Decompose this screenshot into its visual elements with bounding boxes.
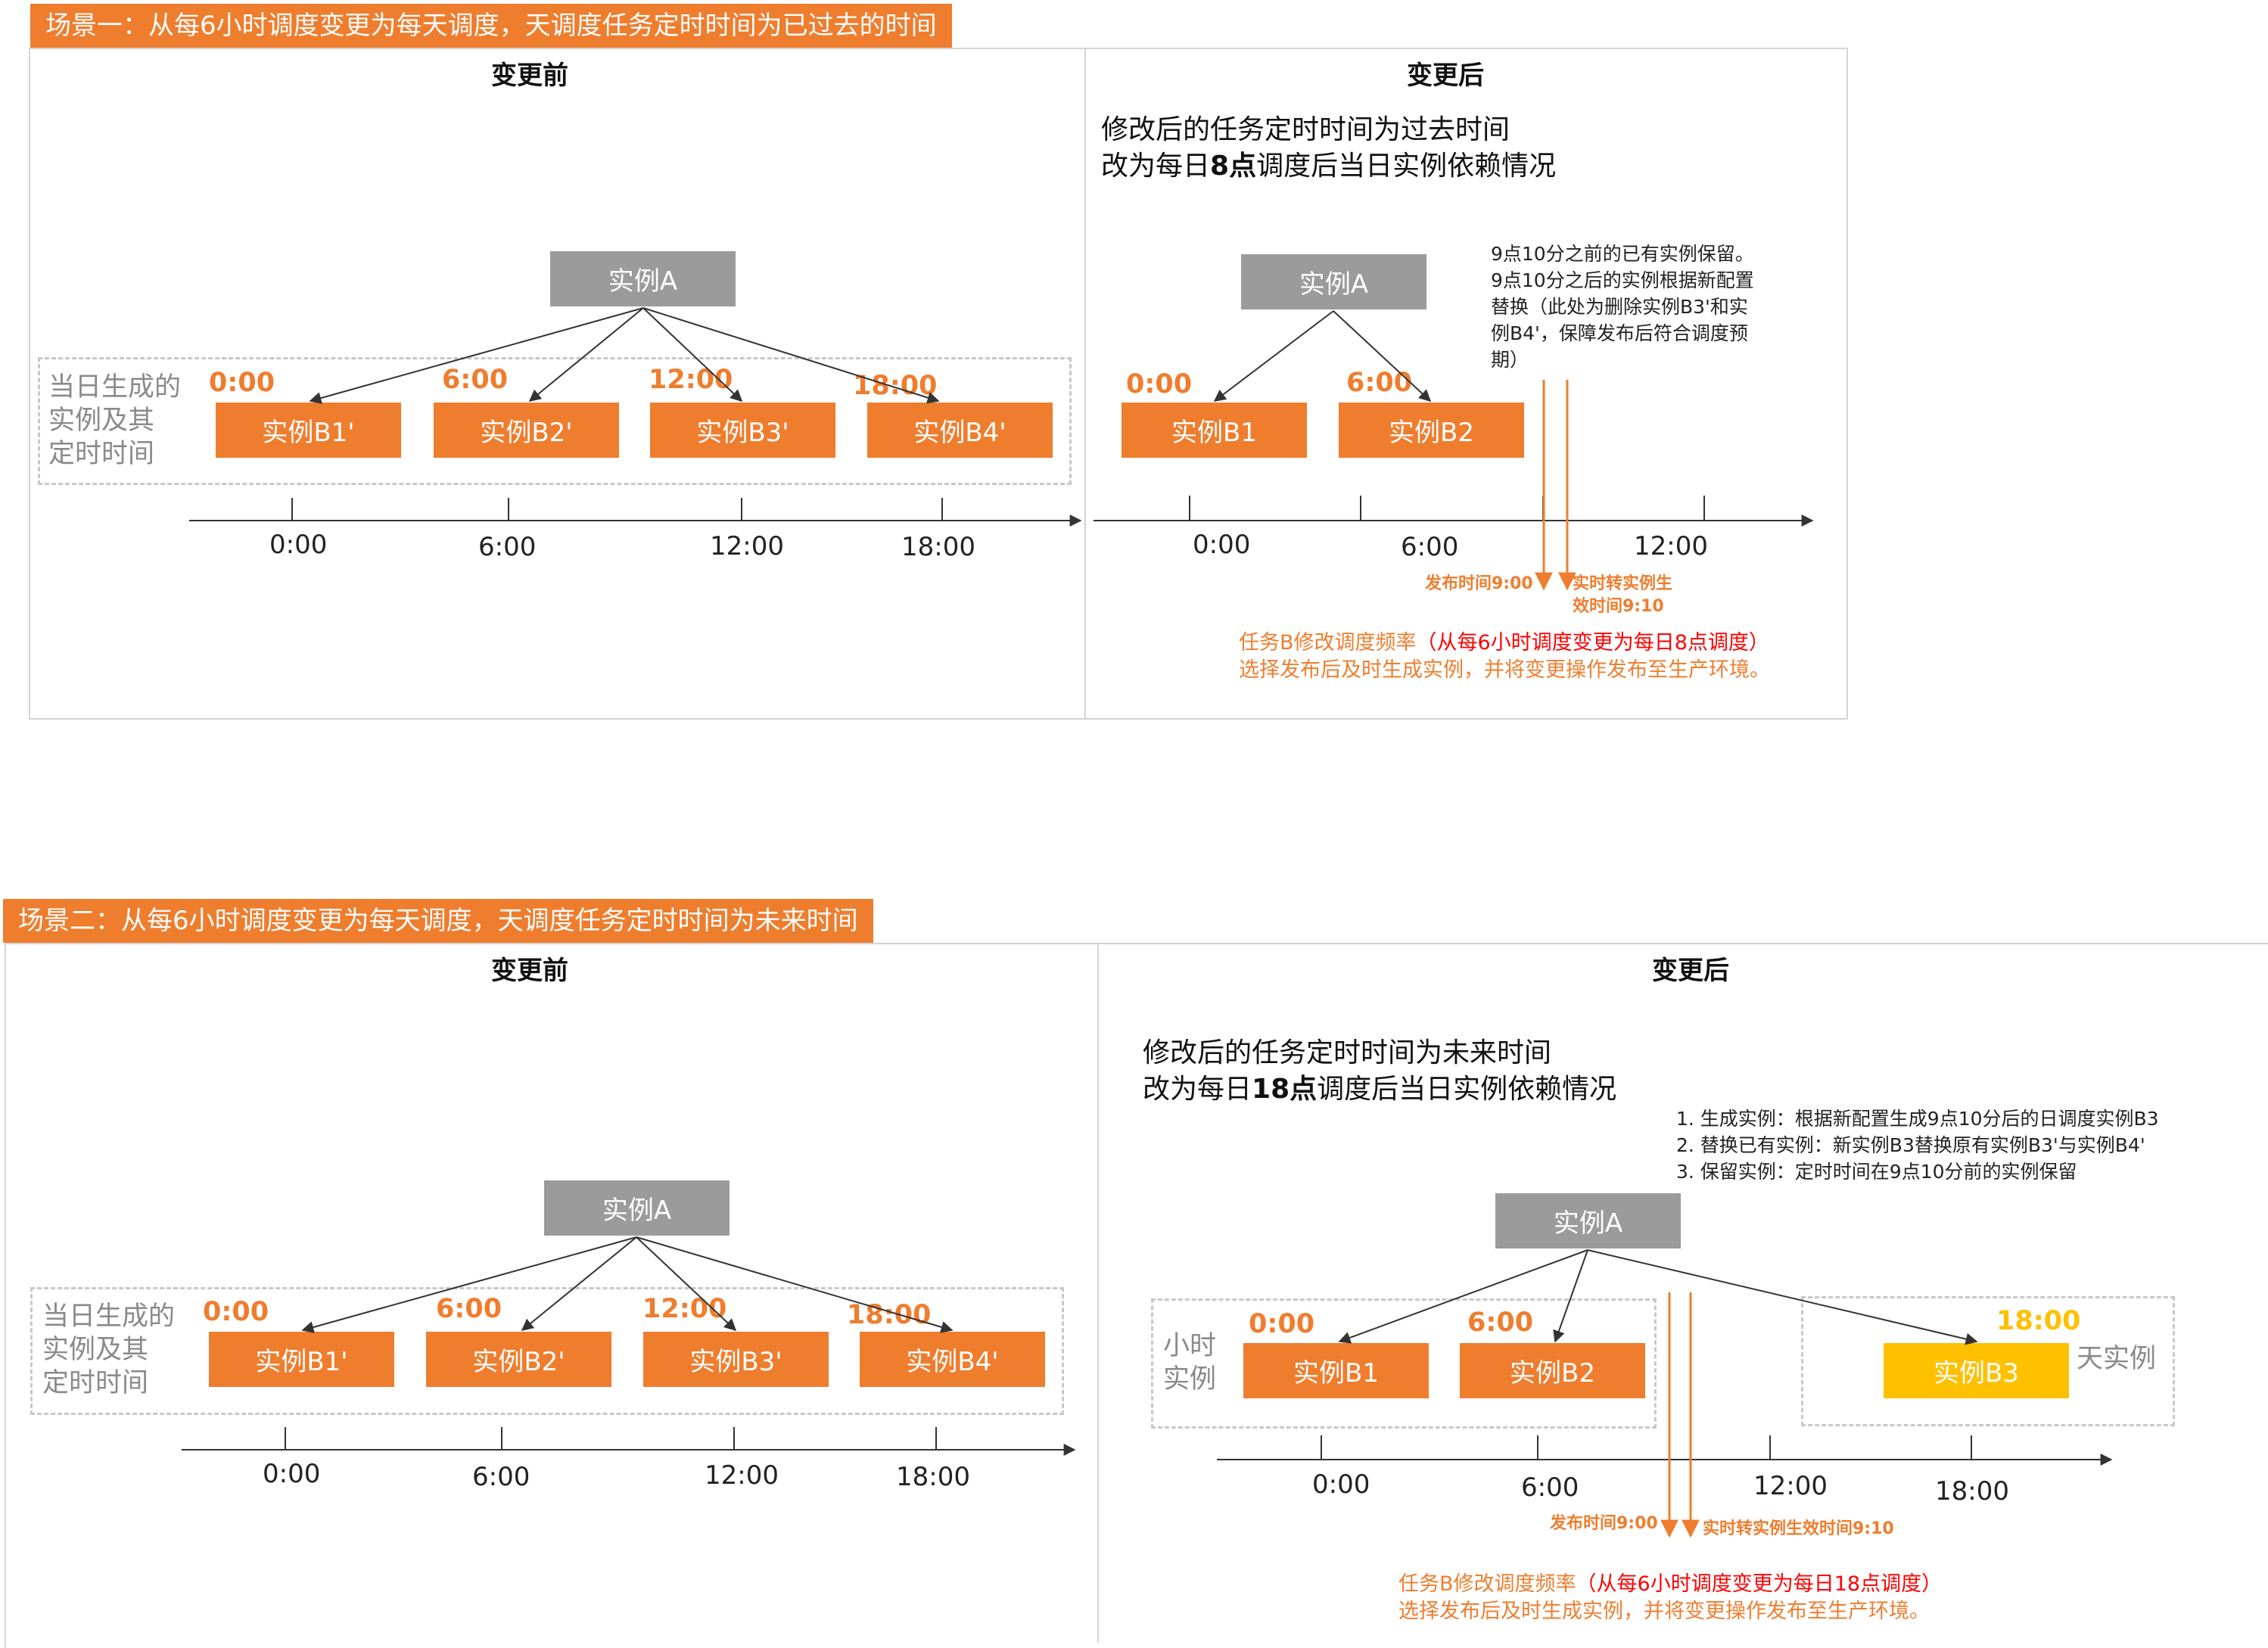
scene1-after-tick-0: 0:00 [1193,530,1251,560]
scene2-after-heading: 修改后的任务定时时间为未来时间 改为每日18点调度后当日实例依赖情况 [1143,1037,1617,1105]
scene2-before-tick-18: 18:00 [896,1462,970,1492]
scene2-before-tick-12: 12:00 [705,1460,779,1491]
scene1-footer: 任务B修改调度频率（从每6小时调度变更为每日8点调度） 选择发布后及时生成实例，… [1239,631,1770,682]
scene2-after-tick-6: 6:00 [1521,1472,1579,1503]
scene2-effective-time-label: 实时转实例生效时间9:10 [1703,1519,1894,1538]
scene1-before-tick-12: 12:00 [710,531,784,561]
scene2-publish-time-label: 发布时间9:00 [1550,1514,1658,1533]
scene2-after-timeline [1217,1435,2113,1466]
scene2-publish-markers [1660,1292,1700,1538]
scene1-before-group-label: 当日生成的 实例及其 定时时间 [48,372,182,469]
scene1-divider [1084,48,1086,718]
scene2-before-instance-b1: 实例B1' [209,1332,394,1387]
scene2-after-instance-b2: 实例B2 [1460,1343,1645,1398]
scene1-after-instance-b1: 实例B1 [1122,403,1307,458]
scene1-before-timeline [189,498,1082,527]
scene2-after-parent-instance: 实例A [1495,1193,1681,1248]
scene2-title: 场景二：从每6小时调度变更为每天调度，天调度任务定时时间为未来时间 [3,899,873,943]
scene2-before-instance-b4: 实例B4' [860,1332,1045,1387]
scene1-before-tick-6: 6:00 [478,532,537,562]
scene1-publish-markers [1535,380,1576,591]
scene1-before-instance-b3: 实例B3' [650,403,835,458]
scene1-after-dependency-arrows [1213,310,1432,403]
scene1-before-tick-18: 18:00 [901,532,975,562]
scene1-after-tick-6: 6:00 [1401,532,1459,562]
scene2-before-parent-instance: 实例A [544,1180,730,1236]
scene2-before-instance-b3: 实例B3' [643,1332,829,1387]
scene1-after-instance-b2: 实例B2 [1339,403,1524,458]
scene2-after-tick-0: 0:00 [1312,1469,1370,1500]
scene2-after-note: 1. 生成实例：根据新配置生成9点10分后的日调度实例B3 2. 替换已有实例：… [1676,1108,2159,1183]
scene1-after-time-b1: 0:00 [1126,369,1193,400]
scene1-after-header: 变更后 [1407,61,1484,91]
scene2-after-time-b3: 18:00 [1996,1306,2081,1336]
scene2-after-tick-12: 12:00 [1753,1471,1828,1501]
scene1-before-tick-0: 0:00 [269,530,328,560]
scene1-publish-time-label: 发布时间9:00 [1425,574,1533,593]
scene2-before-time-b2: 6:00 [436,1294,502,1324]
scene2-before-tick-0: 0:00 [263,1459,321,1489]
scene1-before-parent-instance: 实例A [550,251,736,306]
scene1-before-instance-b1: 实例B1' [216,403,401,458]
scene2-before-timeline [182,1427,1076,1456]
scene1-before-dependency-arrows [309,307,940,404]
scene1-after-time-b2: 6:00 [1346,368,1413,398]
scene2-before-instance-b2: 实例B2' [426,1332,611,1387]
scene2-after-daily-label: 天实例 [2077,1344,2157,1374]
scene2-after-instance-b3: 实例B3 [1884,1343,2069,1398]
scene2-after-hourly-frame [1151,1298,1657,1429]
scene1-before-instance-b4: 实例B4' [867,403,1053,458]
scene2-panel [5,943,2268,1648]
scene1-after-note: 9点10分之前的已有实例保留。 9点10分之后的实例根据新配置 替换（此处为删除… [1491,243,1754,371]
scene1-before-header: 变更前 [491,61,568,91]
scene2-before-time-b1: 0:00 [203,1297,269,1327]
scene2-after-time-b2: 6:00 [1467,1308,1534,1338]
scene1-before-instance-b2: 实例B2' [434,403,619,458]
scene2-before-header: 变更前 [491,956,568,986]
scene1-before-time-b1: 0:00 [209,368,275,398]
scene1-after-heading: 修改后的任务定时时间为过去时间 改为每日8点调度后当日实例依赖情况 [1101,114,1557,182]
scene2-after-daily-frame [1801,1296,2175,1426]
scene2-before-tick-6: 6:00 [472,1462,530,1492]
scene1-after-parent-instance: 实例A [1241,254,1426,309]
scene2-before-dependency-arrows [301,1236,954,1333]
scene2-before-time-b4: 18:00 [847,1300,932,1330]
scene2-after-tick-18: 18:00 [1935,1476,2009,1507]
scene2-footer: 任务B修改调度频率（从每6小时调度变更为每日18点调度） 选择发布后及时生成实例… [1398,1572,1943,1623]
scene2-after-header: 变更后 [1652,956,1729,986]
scene1-before-time-b2: 6:00 [442,365,509,395]
scene1-after-tick-12: 12:00 [1634,531,1708,561]
scene2-after-dependency-arrows [1338,1249,1978,1345]
scene2-after-instance-b1: 实例B1 [1243,1343,1429,1398]
scene2-before-group-frame [30,1287,1064,1415]
scene1-before-group-frame [38,357,1072,485]
scene2-before-group-label: 当日生成的 实例及其 定时时间 [42,1301,176,1398]
scene2-after-hourly-label: 小时 实例 [1163,1331,1217,1395]
scene1-title: 场景一：从每6小时调度变更为每天调度，天调度任务定时时间为已过去的时间 [30,4,952,48]
scene2-divider [1097,943,1099,1643]
scene1-after-timeline [1094,496,1814,527]
scene2-after-time-b1: 0:00 [1249,1309,1315,1339]
scene1-effective-time-label: 实时转实例生 效时间9:10 [1573,574,1673,616]
